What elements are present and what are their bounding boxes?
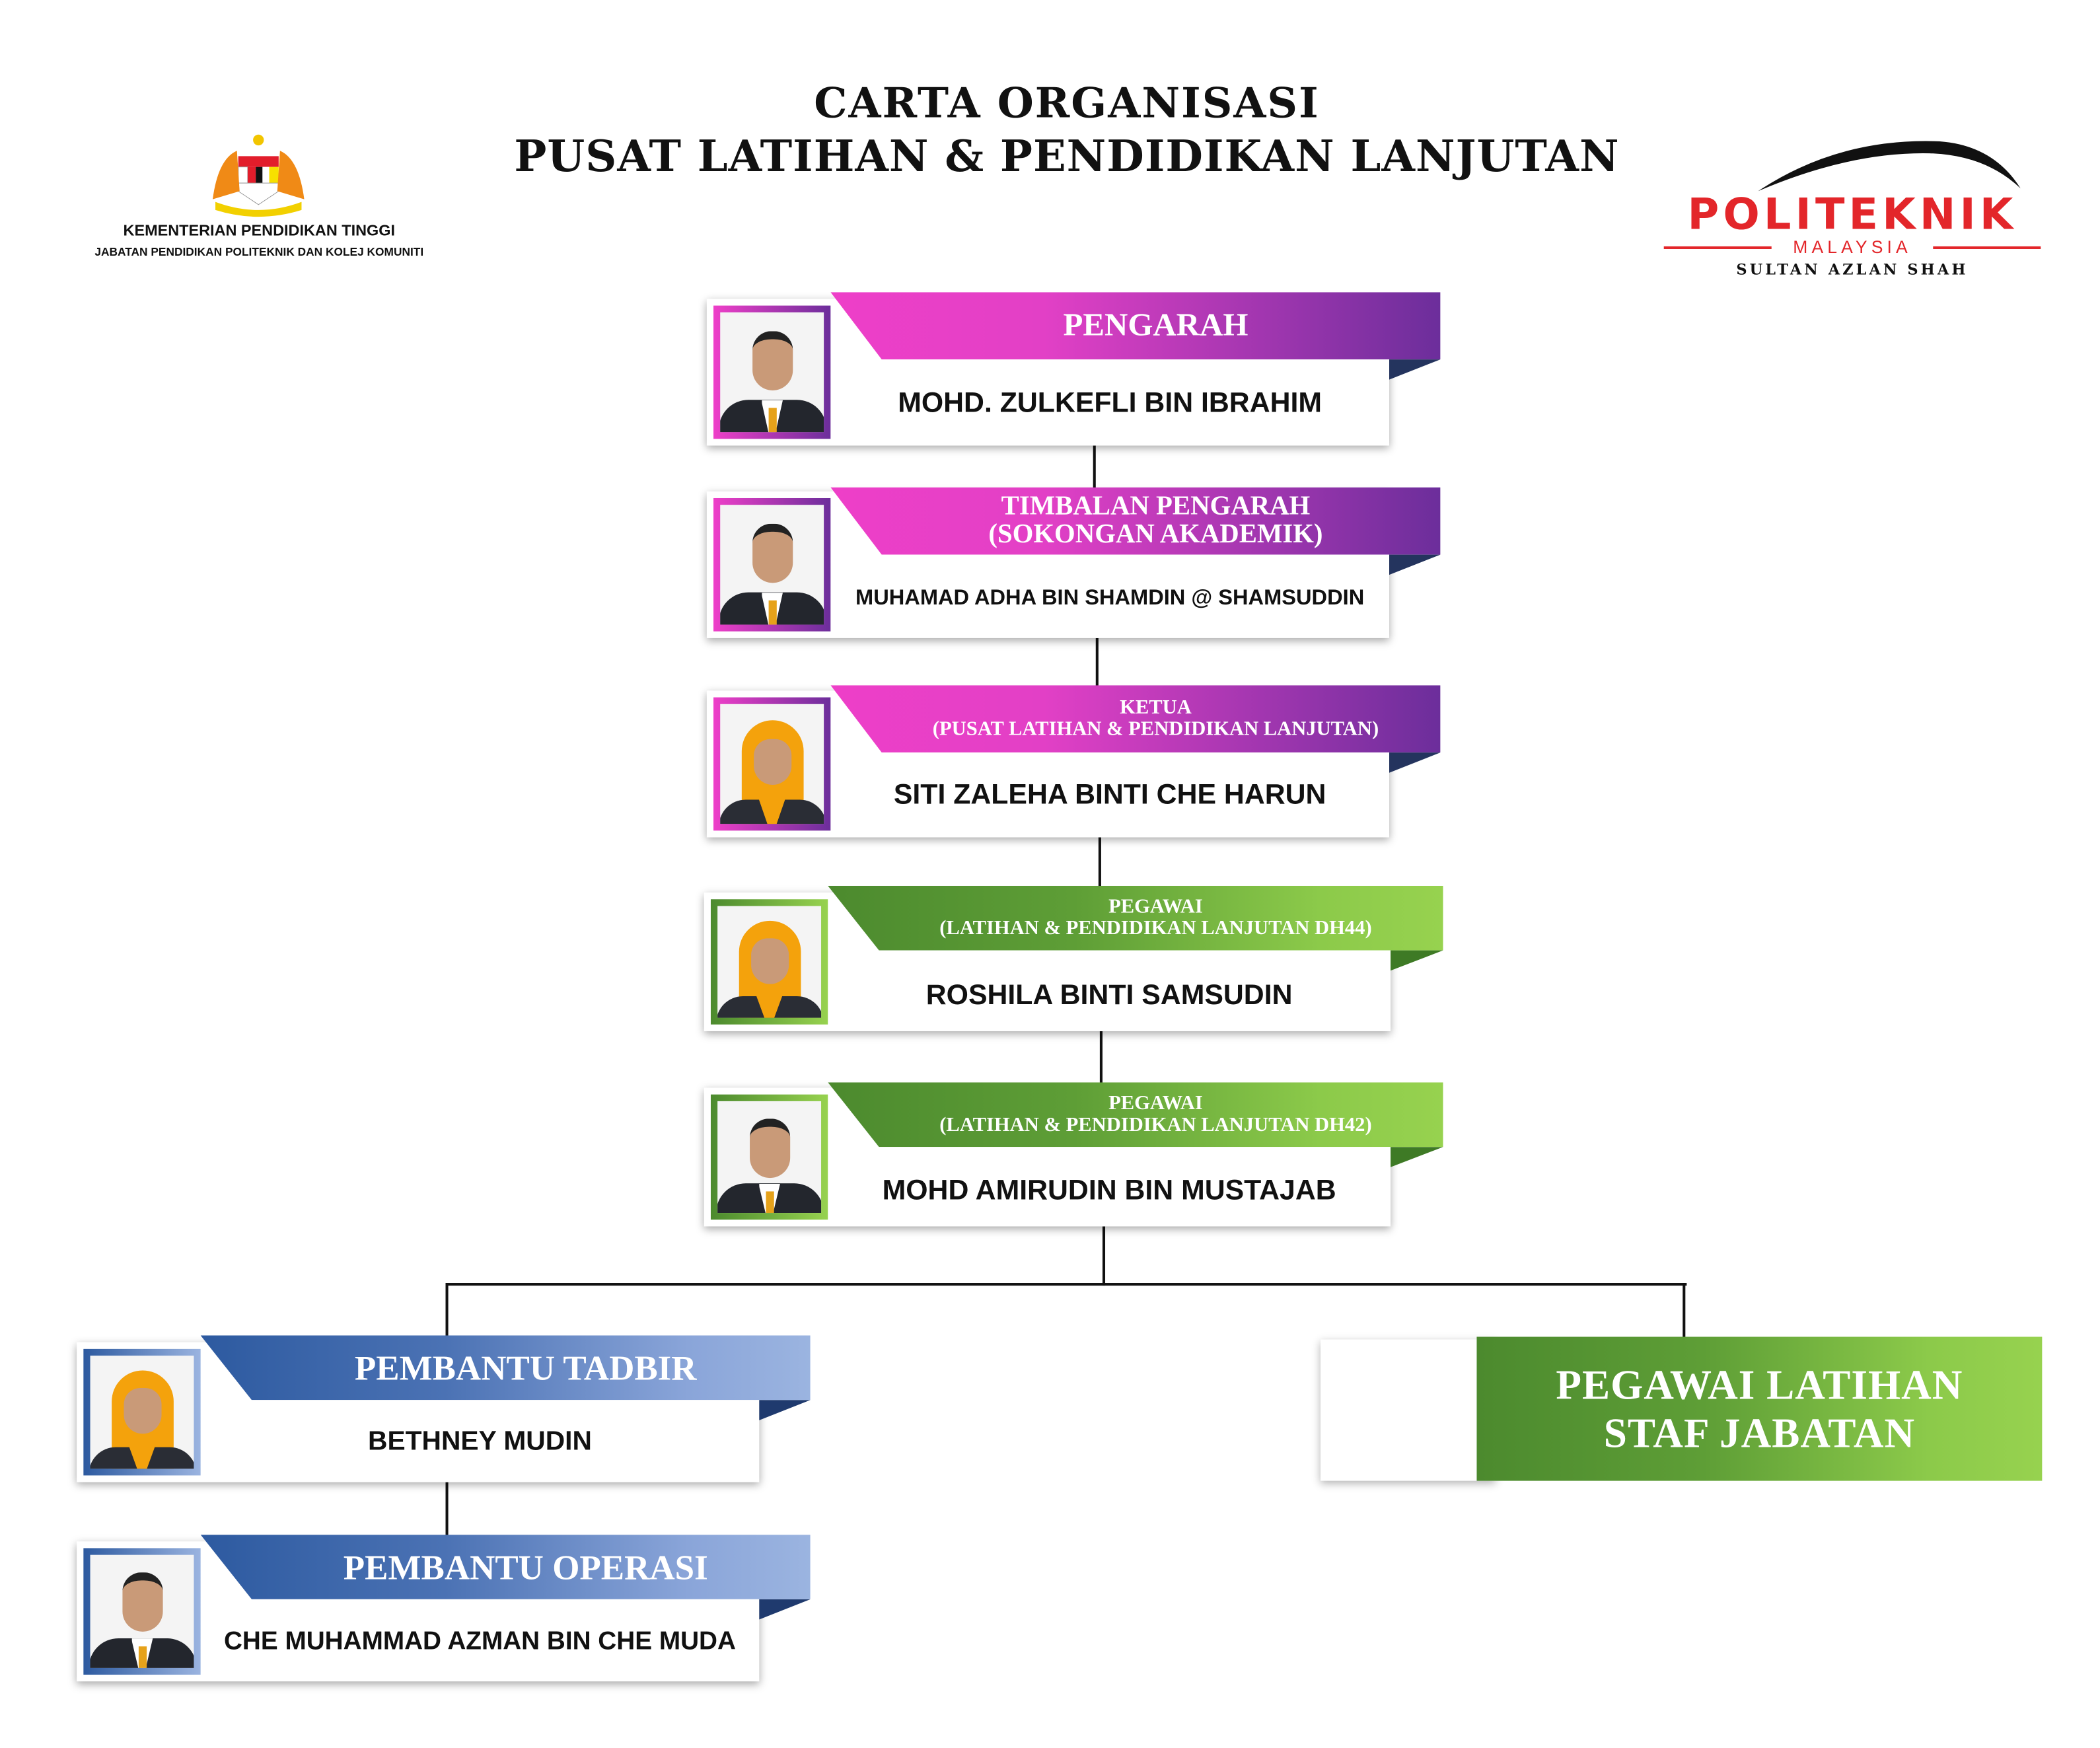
person-portrait-icon [720,505,824,625]
side-box-line1: PEGAWAI LATIHAN [1556,1360,1963,1408]
ribbon-fold [1389,359,1441,380]
role-title-line: (LATIHAN & PENDIDIKAN LANJUTAN DH44) [939,918,1372,940]
person-portrait-icon [90,1554,194,1668]
person-portrait-icon [717,1101,822,1214]
connector-line [1095,637,1099,691]
side-box-line2: STAF JABATAN [1603,1408,1916,1456]
ribbon-fold [759,1599,811,1620]
role-banner: PEGAWAI(LATIHAN & PENDIDIKAN LANJUTAN DH… [828,885,1443,951]
staff-photo [710,1094,828,1220]
malaysia-label: MALAYSIA [1771,238,1934,258]
person-portrait-icon [720,704,824,824]
role-banner: PEGAWAI(LATIHAN & PENDIDIKAN LANJUTAN DH… [828,1082,1443,1147]
ministry-name: KEMENTERIAN PENDIDIKAN TINGGI [123,223,395,240]
chart-title-line1: CARTA ORGANISASI [814,79,1320,128]
swoosh-icon [1758,141,2021,192]
connector-line [1102,1226,1106,1286]
campus-name: SULTAN AZLAN SHAH [1736,261,1969,279]
role-banner: PEMBANTU TADBIR [200,1335,811,1401]
staff-name: SITI ZALEHA BINTI CHE HARUN [893,780,1326,811]
ribbon-fold [1391,1147,1443,1167]
role-title-line: KETUA [1120,697,1192,719]
malaysia-coat-of-arms-logo [202,132,315,218]
person-portrait-icon [90,1356,194,1469]
role-title-line: PEGAWAI [1108,1093,1203,1115]
staff-name: MOHD. ZULKEFLI BIN IBRAHIM [898,388,1322,419]
department-name: JABATAN PENDIDIKAN POLITEKNIK DAN KOLEJ … [94,244,424,259]
staff-photo [710,899,828,1025]
staff-photo [713,697,831,831]
staff-name: ROSHILA BINTI SAMSUDIN [925,980,1293,1012]
staff-name: CHE MUHAMMAD AZMAN BIN CHE MUDA [223,1626,736,1656]
staff-name: BETHNEY MUDIN [368,1427,592,1457]
role-title-line: PEMBANTU TADBIR [354,1348,697,1387]
role-title-line: (SOKONGAN AKADEMIK) [988,519,1323,550]
role-title-line: PENGARAH [1063,307,1249,343]
connector-line [445,1283,449,1342]
connector-line [1683,1283,1686,1340]
staff-photo [713,497,831,632]
role-banner: PENGARAH [830,292,1441,360]
connector-line [1099,1031,1103,1088]
staff-photo [713,305,831,439]
role-banner: KETUA(PUSAT LATIHAN & PENDIDIKAN LANJUTA… [830,685,1441,753]
role-title-line: (PUSAT LATIHAN & PENDIDIKAN LANJUTAN) [932,719,1379,741]
ribbon-fold [1389,554,1441,575]
role-title-line: PEGAWAI [1108,896,1203,918]
connector-line [445,1283,1687,1286]
ribbon-fold [759,1400,811,1420]
connector-line [445,1482,449,1542]
politeknik-logo: POLITEKNIK MALAYSIA SULTAN AZLAN SHAH [1663,135,2044,283]
role-banner: PEMBANTU OPERASI [200,1535,811,1599]
connector-line [1098,837,1101,893]
staff-name: MUHAMAD ADHA BIN SHAMDIN @ SHAMSUDDIN [855,587,1365,610]
side-box-blank [1321,1339,1496,1481]
role-title-line: TIMBALAN PENGARAH [1001,491,1311,521]
role-title-line: (LATIHAN & PENDIDIKAN LANJUTAN DH42) [939,1114,1372,1136]
role-title-line: PEMBANTU OPERASI [343,1547,708,1587]
ribbon-fold [1389,752,1441,773]
politeknik-wordmark: POLITEKNIK [1687,188,2017,240]
staff-photo [83,1548,201,1675]
staff-photo [83,1348,201,1476]
connector-line [1093,445,1096,492]
ribbon-fold [1391,950,1443,971]
person-portrait-icon [717,906,822,1018]
person-portrait-icon [720,312,824,433]
chart-title-line2: PUSAT LATIHAN & PENDIDIKAN LANJUTAN [514,130,1620,182]
role-banner: TIMBALAN PENGARAH(SOKONGAN AKADEMIK) [830,487,1441,555]
pegawai-latihan-staf-jabatan-box: PEGAWAI LATIHAN STAF JABATAN [1476,1336,2043,1481]
staff-name: MOHD AMIRUDIN BIN MUSTAJAB [882,1175,1336,1207]
